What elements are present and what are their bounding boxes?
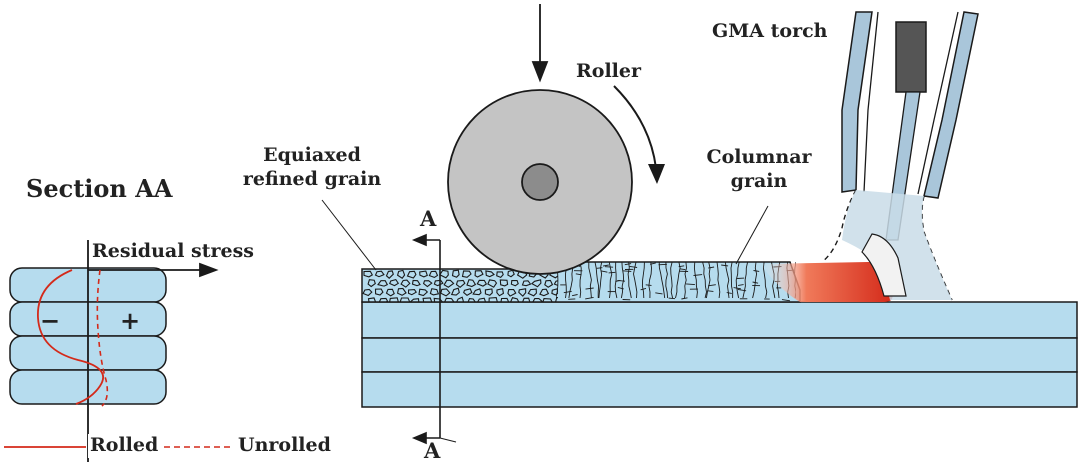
equiaxed-grain-label-line1: Equiaxed: [232, 144, 392, 168]
roller-axle: [522, 164, 558, 200]
columnar-grain-boundary: [659, 264, 667, 265]
residual-stress-label: Residual stress: [92, 240, 254, 264]
deposit-layer-3: [362, 372, 1077, 407]
legend-rolled-label: Rolled: [88, 434, 160, 458]
equiaxed-grain-label: Equiaxed refined grain: [232, 144, 392, 192]
section-mark-top: A: [420, 206, 436, 232]
contact-tube: [896, 22, 926, 92]
columnar-leader: [736, 206, 768, 264]
plus-sign: +: [120, 306, 140, 336]
legend-unrolled-label: Unrolled: [238, 434, 331, 458]
columnar-grain-label-line1: Columnar: [704, 146, 814, 170]
columnar-grain-boundary: [597, 268, 603, 269]
gma-torch-label: GMA torch: [712, 20, 827, 44]
deposit-layer-2: [362, 338, 1077, 372]
load-arrow: [533, 4, 547, 80]
torch-nozzle-left: [842, 12, 872, 192]
columnar-grain-boundary: [669, 298, 675, 299]
equiaxed-grain-label-line2: refined grain: [232, 168, 392, 192]
columnar-grain-boundary: [623, 271, 632, 272]
roller: [448, 90, 632, 274]
equiaxed-leader: [322, 200, 376, 270]
roller-label: Roller: [576, 60, 641, 84]
columnar-grain-boundary: [609, 272, 616, 273]
section-mark-bottom: A: [424, 438, 440, 464]
columnar-grain-label: Columnar grain: [704, 146, 814, 194]
section-title: Section AA: [26, 174, 172, 204]
minus-sign: −: [40, 306, 60, 336]
columnar-grain-label-line2: grain: [704, 170, 814, 194]
torch-nozzle-right: [924, 12, 978, 198]
columnar-grain-boundary: [605, 267, 613, 268]
columnar-grain-boundary: [708, 291, 714, 292]
gma-torch: [822, 12, 978, 300]
columnar-grain-boundary: [646, 285, 652, 286]
deposit-layers: [362, 302, 1077, 407]
deposit-layer-1: [362, 302, 1077, 338]
